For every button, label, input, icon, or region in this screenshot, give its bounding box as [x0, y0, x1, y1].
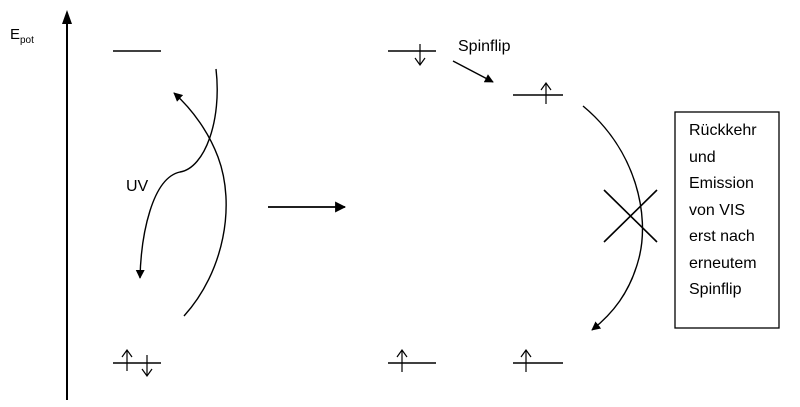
info-box-line: Emission [689, 175, 754, 192]
forbidden-return-arrow [582, 105, 644, 331]
spin-down-arrow [141, 355, 153, 378]
energy-axis-arrowhead [62, 10, 72, 24]
spin-up-arrow [121, 348, 133, 371]
middle-ground-spin-up-arrow [396, 348, 408, 372]
info-box-frame [674, 111, 780, 329]
info-box: Rückkehr und Emission von VIS erst nach … [675, 112, 779, 328]
info-box-line: von VIS [689, 201, 746, 219]
info-box-line: Spinflip [689, 281, 742, 298]
info-box-line: Rückkehr [689, 122, 757, 139]
forbidden-cross [603, 189, 658, 243]
spinflip-label: Spinflip [458, 38, 511, 55]
axis-label-pot: pot [20, 35, 34, 46]
triplet-spin-up-arrow [540, 81, 552, 104]
spinflip-arrow [452, 60, 494, 83]
info-box-line: und [689, 148, 716, 166]
excited-spin-down-arrow [414, 44, 426, 67]
info-box-line: erneutem [689, 254, 757, 272]
uv-excitation-arrow [135, 68, 218, 279]
right-ground-spin-up-arrow [520, 348, 532, 372]
info-box-line: erst nach [689, 228, 755, 245]
axis-label-e: E [10, 26, 20, 43]
uv-return-arrow [173, 92, 227, 317]
uv-label: UV [126, 178, 149, 195]
